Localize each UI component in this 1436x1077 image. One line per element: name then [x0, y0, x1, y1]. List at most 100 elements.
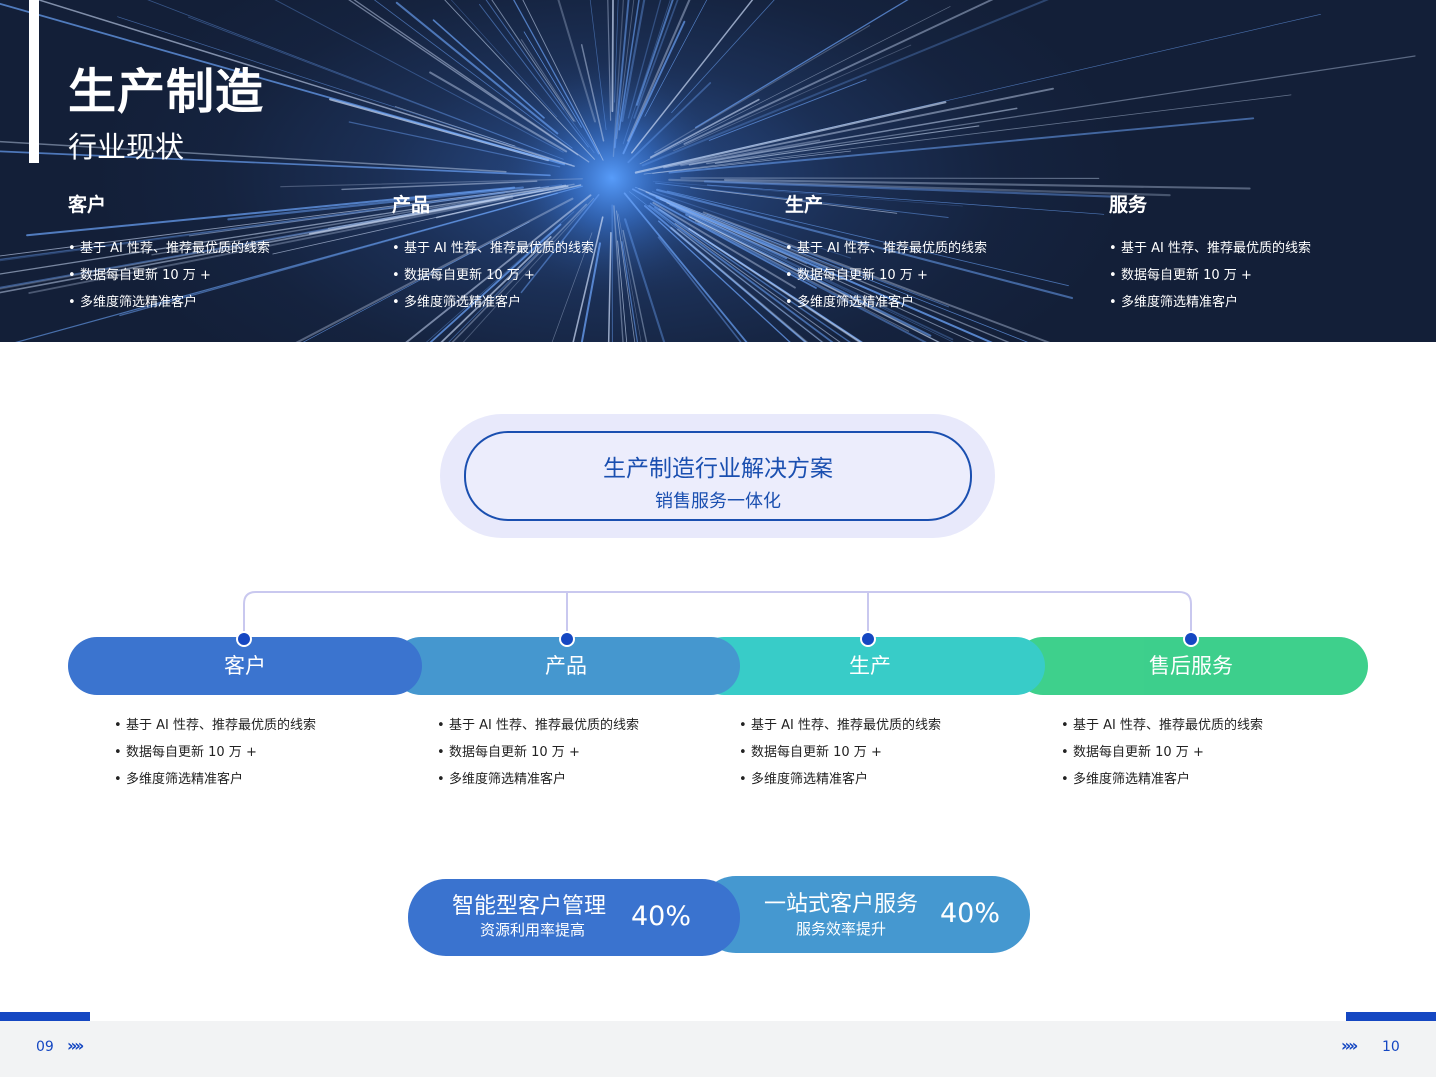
hero-column-heading: 客户 [68, 194, 107, 216]
light-ray [706, 55, 1416, 165]
light-ray [627, 0, 691, 142]
light-ray [479, 4, 589, 148]
stage-list-item: 基于 AI 性荐、推荐最优质的线索 [739, 712, 941, 739]
light-ray [611, 0, 614, 113]
solution-subtitle: 销售服务一体化 [655, 491, 781, 512]
light-ray [607, 232, 612, 342]
light-ray [621, 0, 646, 122]
stage-list-item: 基于 AI 性荐、推荐最优质的线索 [114, 712, 316, 739]
light-ray [613, 205, 624, 342]
light-ray [668, 117, 1255, 174]
light-ray [432, 19, 545, 119]
title-accent-bar [29, 0, 39, 163]
light-ray [708, 79, 867, 141]
light-ray [648, 204, 834, 342]
stage-list-item: 数据每自更新 10 万 + [114, 739, 316, 766]
stat-value: 40% [940, 898, 1001, 929]
stage-list-production: 基于 AI 性荐、推荐最优质的线索 数据每自更新 10 万 + 多维度筛选精准客… [739, 712, 941, 793]
light-ray [644, 204, 807, 342]
light-ray [670, 226, 809, 342]
stat-subtitle: 服务效率提升 [796, 920, 887, 938]
hero-list-item: 多维度筛选精准客户 [1109, 289, 1311, 316]
stage-list-after-sales: 基于 AI 性荐、推荐最优质的线索 数据每自更新 10 万 + 多维度筛选精准客… [1061, 712, 1263, 793]
light-ray [706, 184, 1105, 215]
hero-list-item: 数据每自更新 10 万 + [68, 262, 270, 289]
light-ray [0, 150, 551, 177]
light-ray [327, 195, 513, 229]
light-ray [622, 0, 671, 145]
light-ray [589, 0, 607, 131]
light-ray [683, 0, 994, 145]
stage-list-item: 基于 AI 性荐、推荐最优质的线索 [1061, 712, 1263, 739]
light-ray [663, 87, 1054, 169]
stat-title: 一站式客户服务 [764, 892, 919, 917]
light-ray [0, 140, 507, 173]
light-ray [652, 181, 963, 207]
connector-node-dot [1183, 631, 1199, 647]
light-ray [673, 44, 912, 152]
light-ray [703, 180, 1119, 198]
light-ray [607, 0, 612, 121]
hero-column-service: 服务 基于 AI 性荐、推荐最优质的线索 数据每自更新 10 万 + 多维度筛选… [1109, 190, 1311, 316]
hero-column-heading: 生产 [785, 194, 824, 216]
light-ray [36, 0, 575, 167]
footer [0, 1021, 1436, 1077]
hero-list-item: 基于 AI 性荐、推荐最优质的线索 [785, 235, 987, 262]
light-ray [679, 210, 954, 342]
light-ray [618, 213, 642, 342]
light-ray [654, 25, 871, 154]
light-ray [641, 0, 1049, 167]
light-ray [580, 242, 601, 342]
light-ray [657, 236, 742, 342]
light-ray [612, 0, 625, 157]
light-ray [117, 16, 573, 166]
light-ray [623, 192, 748, 342]
light-ray [627, 82, 712, 164]
stat-subtitle: 资源利用率提高 [480, 921, 586, 939]
stage-list-item: 数据每自更新 10 万 + [437, 739, 639, 766]
hero-banner: 生产制造 行业现状 客户 基于 AI 性荐、推荐最优质的线索 数据每自更新 10… [0, 0, 1436, 342]
light-ray [631, 0, 754, 154]
connector-node-dot [860, 631, 876, 647]
light-ray [680, 139, 821, 167]
light-ray [0, 191, 506, 262]
hero-list-item: 数据每自更新 10 万 + [1109, 262, 1311, 289]
light-ray [450, 0, 558, 118]
stage-list-item: 基于 AI 性荐、推荐最优质的线索 [437, 712, 639, 739]
footer-accent-left [0, 1012, 90, 1021]
light-ray [373, 0, 573, 149]
light-ray [644, 0, 708, 117]
hero-list-item: 多维度筛选精准客户 [68, 289, 270, 316]
light-ray [485, 0, 565, 111]
light-ray [643, 94, 1292, 175]
light-ray [676, 228, 824, 342]
light-ray [26, 186, 516, 237]
stat-title: 智能型客户管理 [452, 894, 607, 919]
light-ray [618, 0, 640, 131]
light-ray [723, 178, 1251, 190]
light-ray [0, 2, 566, 166]
stage-list-item: 数据每自更新 10 万 + [739, 739, 941, 766]
light-ray [227, 186, 524, 221]
stage-list-item: 数据每自更新 10 万 + [1061, 739, 1263, 766]
solution-title: 生产制造行业解决方案 [603, 456, 833, 482]
page-number-right: 10 [1382, 1039, 1400, 1055]
light-ray [649, 98, 760, 159]
light-ray [658, 220, 791, 342]
light-ray [308, 185, 569, 235]
hero-column-production: 生产 基于 AI 性荐、推荐最优质的线索 数据每自更新 10 万 + 多维度筛选… [785, 190, 987, 316]
light-ray [624, 218, 666, 342]
light-ray [523, 31, 582, 128]
light-ray [659, 198, 808, 265]
stage-list-item: 多维度筛选精准客户 [437, 766, 639, 793]
chevrons-right-icon: ›››› [1341, 1036, 1358, 1055]
stage-list-product: 基于 AI 性荐、推荐最优质的线索 数据每自更新 10 万 + 多维度筛选精准客… [437, 712, 639, 793]
light-ray [353, 0, 590, 163]
light-ray [348, 0, 579, 156]
light-ray [444, 0, 595, 160]
hero-list-item: 基于 AI 性荐、推荐最优质的线索 [1109, 235, 1311, 262]
hero-list-item: 多维度筛选精准客户 [785, 289, 987, 316]
light-ray [522, 0, 604, 161]
light-ray [147, 0, 564, 160]
connector-node-dot [559, 631, 575, 647]
